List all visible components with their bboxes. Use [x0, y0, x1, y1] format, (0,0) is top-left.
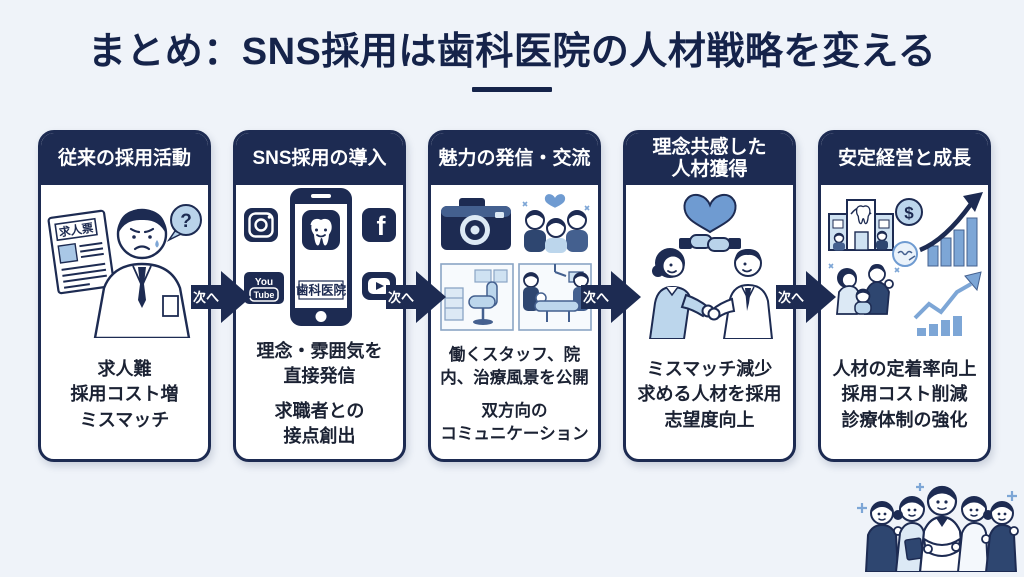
svg-text:f: f [376, 211, 386, 241]
svg-text:歯科医院: 歯科医院 [295, 283, 346, 298]
team-member-doctor [918, 485, 966, 574]
svg-text:Tube: Tube [253, 290, 274, 300]
step-card-stable-growth: 安定経営と成長 [818, 130, 991, 462]
step-text-block: 働くスタッフ、院 内、治療風景を公開 [440, 346, 589, 388]
camera-icon [440, 198, 511, 250]
growth-line-chart [913, 271, 982, 336]
worried-recruiter-illustration: 求人票 [47, 204, 202, 338]
step-card-sharing-appeal: 魅力の発信・交流 [428, 130, 601, 462]
step-header: 理念共感した 人材獲得 [626, 133, 793, 185]
step-illustration: $ [821, 185, 988, 341]
step-illustration [431, 185, 598, 341]
treatment-photo [517, 263, 592, 331]
step-text: 理念・雰囲気を 直接発信 求職者との 接点創出 [236, 339, 403, 459]
svg-text:You: You [254, 277, 272, 288]
staff-team-photo [521, 194, 590, 253]
step-text-block: 求職者との 接点創出 [274, 400, 365, 446]
worried-recruiter-figure [93, 208, 190, 338]
job-posting-paper: 求人票 [47, 209, 115, 295]
heart-icon [682, 193, 737, 234]
growth-illustration: $ [827, 192, 983, 336]
step-text-block: 双方向の コミュニケーション [440, 401, 589, 443]
step-illustration: You Tube [236, 185, 403, 339]
instagram-icon [243, 208, 278, 243]
facebook-icon: f [361, 208, 396, 243]
step-illustration [626, 185, 793, 341]
step-text: ミスマッチ減少 求める人材を採用 志望度向上 [626, 341, 793, 459]
dollar-coin-icon: $ [894, 198, 923, 226]
dentist-figure [707, 249, 773, 339]
next-arrow: 次へ [776, 269, 838, 325]
handshake-illustration [648, 193, 773, 339]
step-header: 従来の採用活動 [41, 133, 208, 185]
clinic-photos-illustration [439, 194, 592, 331]
svg-text:?: ? [180, 211, 192, 232]
staff-figure [648, 248, 714, 339]
tooth-logo-icon [301, 210, 340, 251]
step-text-block: 理念・雰囲気を 直接発信 [256, 341, 383, 387]
step-header: SNS採用の導入 [236, 133, 403, 185]
step-card-sns-introduction: SNS採用の導入 You Tube [233, 130, 406, 462]
youtube-logo-icon: You Tube [243, 272, 284, 305]
clinic-interior-photo [439, 263, 514, 331]
step-header: 安定経営と成長 [821, 133, 988, 185]
team-member-right [956, 496, 993, 573]
step-text: 求人難 採用コスト増 ミスマッチ [41, 341, 208, 459]
next-arrow: 次へ [191, 269, 253, 325]
next-arrow-label: 次へ [193, 290, 219, 305]
step-text-block: 人材の定着率向上 採用コスト削減 診療体制の強化 [832, 359, 977, 430]
svg-text:求人票: 求人票 [58, 221, 95, 240]
handshake-icon [678, 234, 741, 252]
next-arrow: 次へ [386, 269, 448, 325]
next-arrow-label: 次へ [583, 290, 609, 305]
team-member-far-right [984, 501, 1019, 573]
step-header: 魅力の発信・交流 [431, 133, 598, 185]
step-card-traditional-recruiting: 従来の採用活動 求人票 [38, 130, 211, 462]
step-illustration: 求人票 [41, 185, 208, 341]
step-text: 人材の定着率向上 採用コスト削減 診療体制の強化 [821, 341, 988, 459]
smartphone-sns-illustration: You Tube [243, 188, 396, 327]
process-flow: 従来の採用活動 求人票 [38, 130, 991, 462]
page-title: まとめ：SNS採用は歯科医院の人材戦略を変える [87, 31, 937, 73]
clinic-building [827, 199, 894, 251]
dental-team-illustration [854, 477, 1024, 574]
step-text-block: ミスマッチ減少 求める人材を採用 志望度向上 [637, 359, 782, 430]
coin-badge [891, 241, 918, 267]
question-bubble-icon: ? [166, 204, 202, 242]
next-arrow: 次へ [581, 269, 643, 325]
step-text: 働くスタッフ、院 内、治療風景を公開 双方向の コミュニケーション [431, 341, 598, 459]
svg-text:$: $ [904, 204, 914, 223]
title-underline [472, 86, 552, 92]
step-text-block: 求人難 採用コスト増 ミスマッチ [70, 359, 179, 430]
team-family-group [827, 263, 900, 315]
step-card-talent-acquisition: 理念共感した 人材獲得 [623, 130, 796, 462]
smartphone: 歯科医院 [289, 188, 352, 327]
growth-bar-chart [918, 192, 983, 267]
next-arrow-label: 次へ [388, 290, 414, 305]
next-arrow-label: 次へ [778, 290, 804, 305]
